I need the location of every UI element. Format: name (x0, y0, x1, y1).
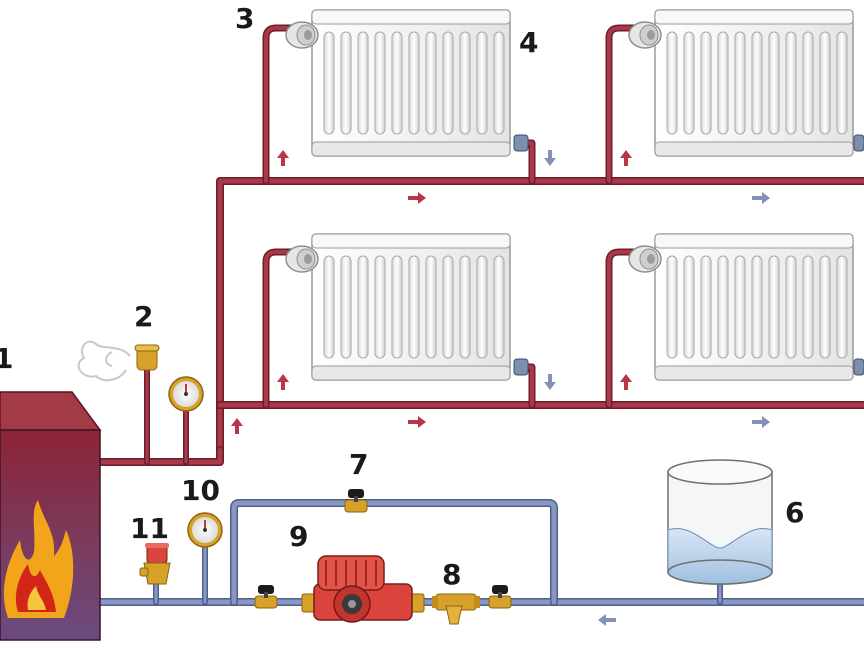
pressure-gauge-icon (168, 376, 204, 412)
label-thermostatic-valve: 3 (235, 2, 254, 35)
label-bypass-valve: 7 (349, 448, 368, 481)
flame-icon (3, 500, 74, 618)
label-boiler: 1 (0, 342, 13, 375)
circulation-pump-icon (301, 555, 425, 623)
return-pipes (96, 139, 864, 606)
radiator-upper-right (628, 9, 864, 157)
flow-arrow-icon (231, 150, 632, 434)
strainer-filter-icon (432, 593, 480, 625)
ball-valve-icon (254, 584, 278, 609)
flow-arrows (231, 150, 770, 626)
ball-valve-icon (344, 488, 368, 513)
label-air-vent: 2 (134, 300, 153, 333)
supply-pipes (96, 24, 864, 466)
flow-arrow-icon (544, 150, 770, 626)
return-valve-icon (513, 134, 529, 152)
boiler (0, 391, 102, 641)
radiator-lower-right (628, 233, 864, 381)
radiator-lower-left (285, 233, 529, 381)
steam-icon (77, 340, 131, 382)
label-expansion-tank: 6 (785, 496, 804, 529)
label-pump: 9 (289, 520, 308, 553)
label-safety-valve: 11 (130, 512, 169, 545)
callout-labels: 1 2 3 4 6 7 8 9 10 11 (0, 2, 804, 591)
expansion-tank (667, 459, 773, 585)
safety-valve-icon (139, 543, 171, 585)
air-vent-icon (134, 344, 160, 371)
label-strainer: 8 (442, 558, 461, 591)
label-pressure-gauge: 10 (181, 474, 220, 507)
ball-valve-icon (488, 584, 512, 609)
label-radiator: 4 (519, 26, 538, 59)
radiator-upper-left (285, 9, 529, 157)
pressure-gauge-icon (187, 512, 223, 548)
